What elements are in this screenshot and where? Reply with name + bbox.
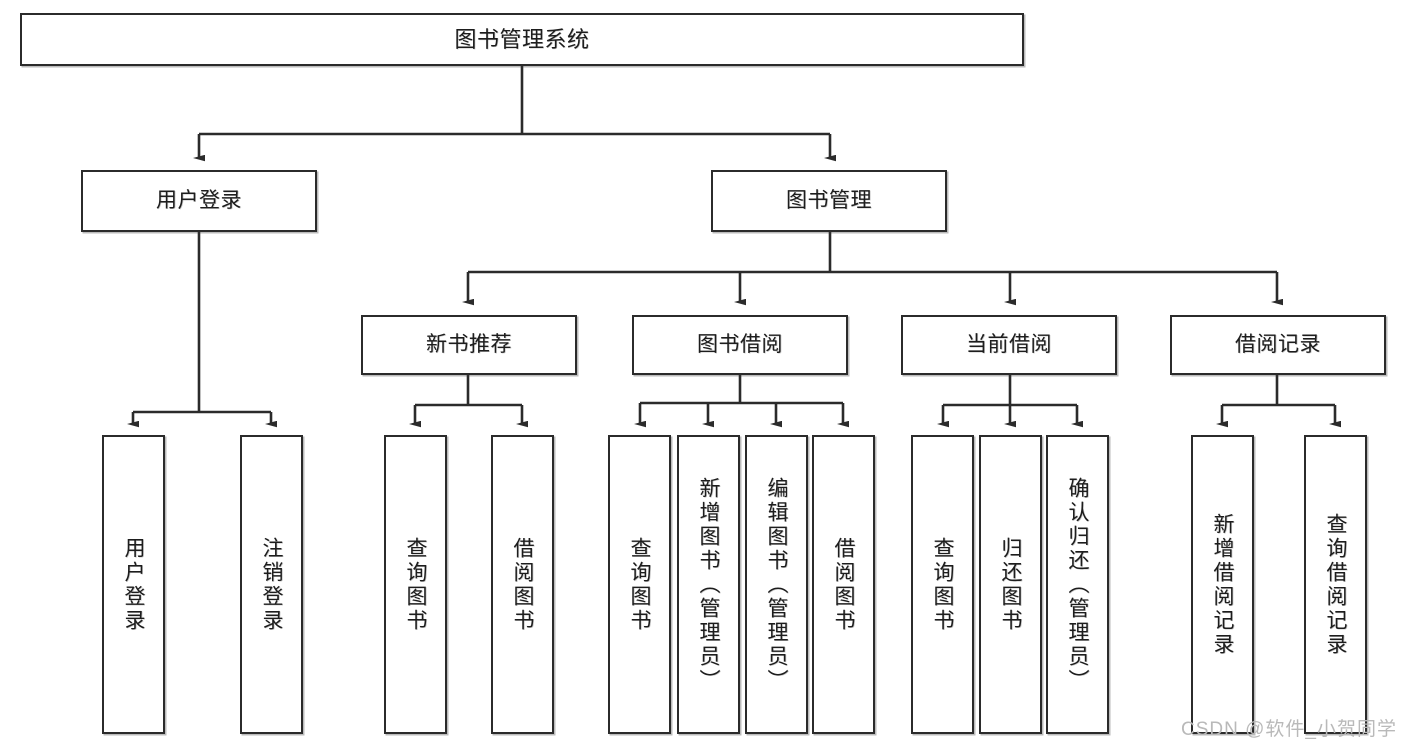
node-label: 新书推荐 (426, 332, 512, 356)
node-book-management[interactable]: 图书管理 (711, 170, 947, 232)
leaf-confirm-return[interactable]: 确认归还（管理员） (1046, 435, 1109, 734)
leaf-edit-book[interactable]: 编辑图书（管理员） (745, 435, 808, 734)
csdn-watermark: CSDN @软件_小贺同学 (1181, 719, 1397, 740)
node-label: 注销登录 (260, 536, 283, 633)
node-label: 确认归还（管理员） (1066, 476, 1089, 693)
node-label: 用户登录 (156, 188, 242, 212)
node-label: 归还图书 (999, 536, 1022, 633)
node-label: 图书管理系统 (454, 26, 590, 52)
leaf-add-book[interactable]: 新增图书（管理员） (677, 435, 740, 734)
leaf-borrow-book-1[interactable]: 借阅图书 (491, 435, 554, 734)
leaf-query-record[interactable]: 查询借阅记录 (1304, 435, 1367, 734)
node-label: 查询图书 (931, 536, 954, 633)
node-label: 查询图书 (404, 536, 427, 633)
node-label: 借阅图书 (832, 536, 855, 633)
node-label: 新增借阅记录 (1211, 512, 1234, 657)
leaf-query-book-2[interactable]: 查询图书 (608, 435, 671, 734)
node-label: 新增图书（管理员） (697, 476, 720, 693)
node-label: 用户登录 (122, 536, 145, 633)
node-current-borrow[interactable]: 当前借阅 (901, 315, 1117, 375)
node-user-login[interactable]: 用户登录 (81, 170, 317, 232)
leaf-query-book-1[interactable]: 查询图书 (384, 435, 447, 734)
node-label: 图书借阅 (697, 332, 783, 356)
node-label: 当前借阅 (966, 332, 1052, 356)
leaf-user-login[interactable]: 用户登录 (102, 435, 165, 734)
node-new-book-recommend[interactable]: 新书推荐 (361, 315, 577, 375)
node-label: 查询借阅记录 (1324, 512, 1347, 657)
node-book-borrow[interactable]: 图书借阅 (632, 315, 848, 375)
leaf-borrow-book-2[interactable]: 借阅图书 (812, 435, 875, 734)
leaf-query-book-3[interactable]: 查询图书 (911, 435, 974, 734)
leaf-add-record[interactable]: 新增借阅记录 (1191, 435, 1254, 734)
node-label: 图书管理 (786, 188, 872, 212)
node-root-system[interactable]: 图书管理系统 (20, 13, 1024, 66)
node-borrow-record[interactable]: 借阅记录 (1170, 315, 1386, 375)
leaf-logout[interactable]: 注销登录 (240, 435, 303, 734)
node-label: 编辑图书（管理员） (765, 476, 788, 693)
node-label: 查询图书 (628, 536, 651, 633)
node-label: 借阅记录 (1235, 332, 1321, 356)
leaf-return-book[interactable]: 归还图书 (979, 435, 1042, 734)
node-label: 借阅图书 (511, 536, 534, 633)
